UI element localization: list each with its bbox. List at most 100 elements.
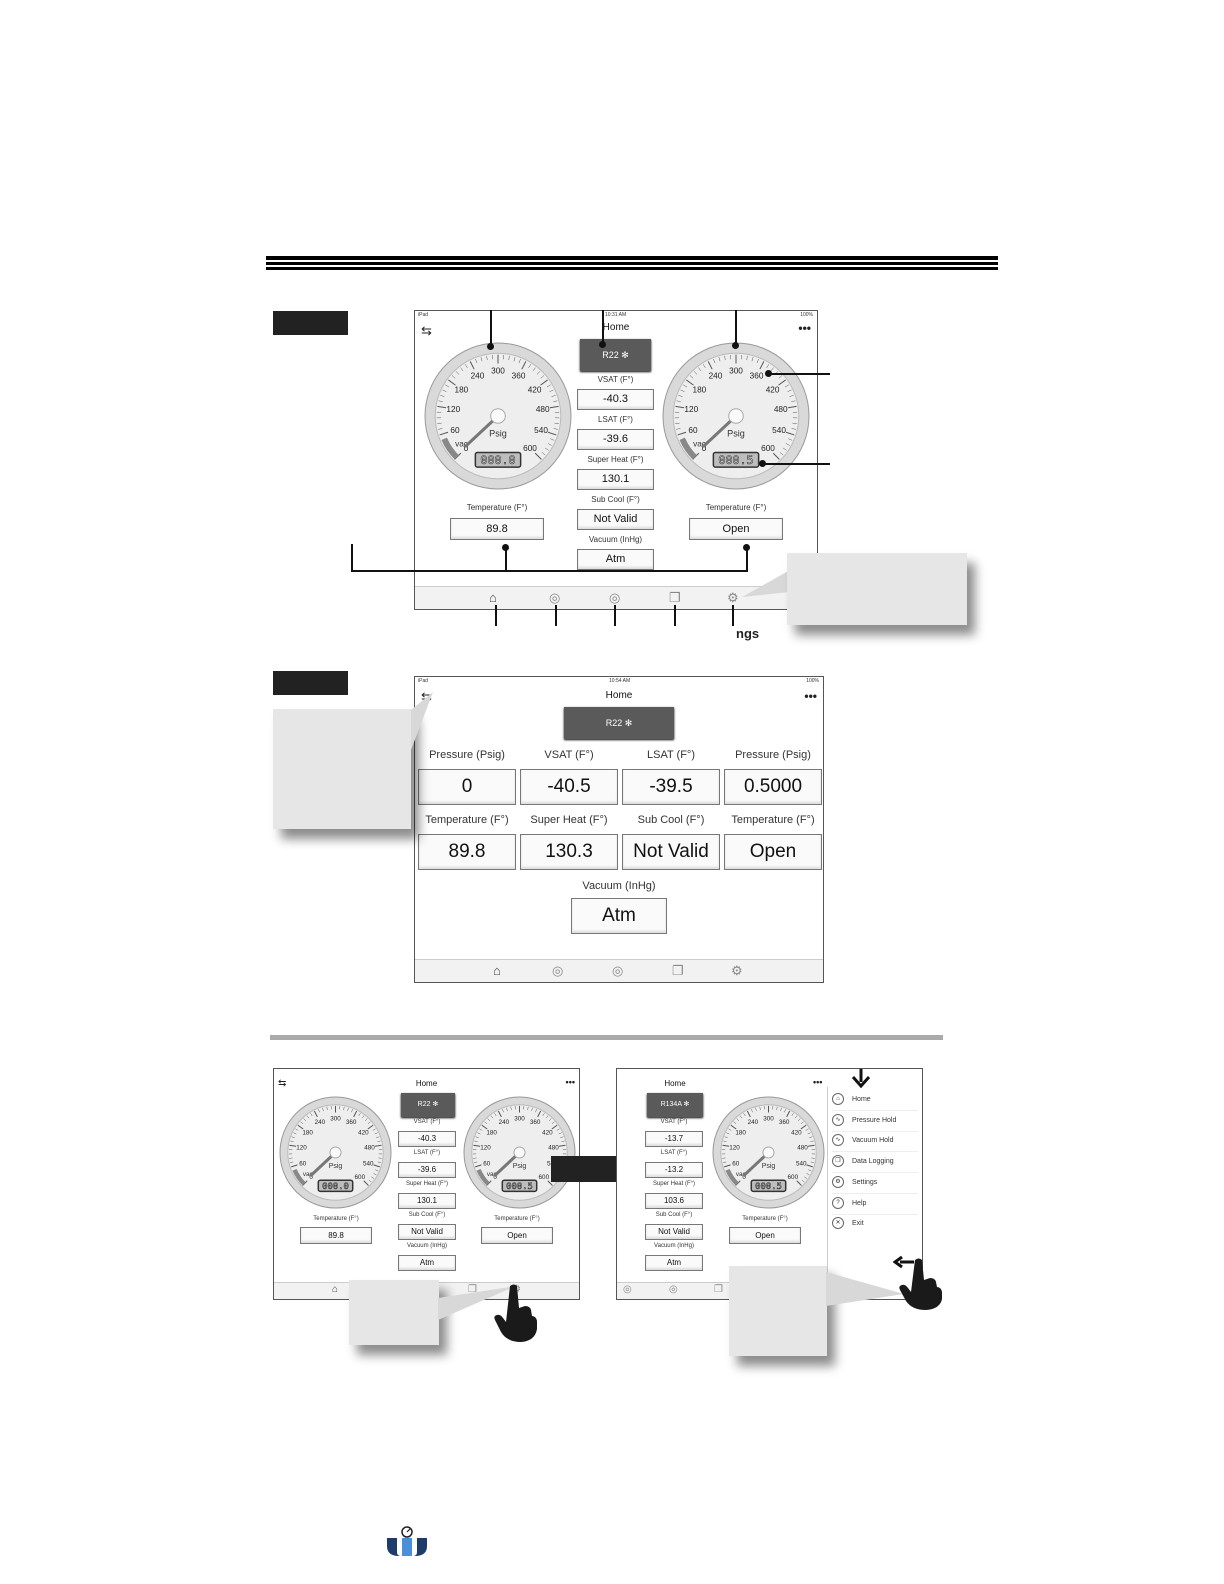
gauge-tick-label: 360 — [512, 372, 526, 381]
gauge-tick — [785, 431, 795, 436]
vacuum-hold-icon[interactable]: ◎ — [612, 963, 624, 978]
gauge-tick — [353, 1110, 358, 1118]
menu-item-help[interactable]: ?Help — [832, 1196, 918, 1215]
center-field-value: Atm — [645, 1255, 703, 1271]
gauge-tick — [547, 443, 552, 446]
refrigerant-selector[interactable]: R22 ✻ — [564, 707, 674, 739]
gauge-tick — [784, 384, 789, 388]
gauge-tick — [372, 1128, 376, 1131]
gauge-tick — [553, 400, 558, 403]
refrigerant-selector[interactable]: R134A ✻ — [647, 1093, 703, 1117]
home-icon[interactable]: ⌂ — [332, 1284, 339, 1295]
data-logging-icon[interactable]: ❐ — [669, 590, 681, 605]
gauge-tick-label: 120 — [480, 1144, 491, 1151]
refrigerant-name: R22 — [417, 1101, 431, 1108]
temp-label: Temperature (F°) — [742, 1216, 788, 1222]
left-temp-label: Temperature (F°) — [313, 1216, 359, 1222]
status-battery: 100% — [806, 678, 819, 684]
menu-item-data-logging[interactable]: ❐Data Logging — [832, 1155, 918, 1174]
gauge-tick-label: 360 — [750, 372, 764, 381]
gauge-tick — [374, 1144, 382, 1147]
data-logging-icon[interactable]: ❐ — [468, 1284, 477, 1295]
data-logging-icon[interactable]: ❐ — [714, 1284, 723, 1295]
callout-pointer — [826, 1272, 904, 1306]
swap-icon[interactable]: ⇆ — [421, 689, 432, 704]
settings-icon[interactable]: ⚙ — [727, 590, 739, 605]
gauge-tick — [718, 357, 721, 362]
gauge-tick-label: 0 — [702, 444, 707, 453]
more-icon[interactable]: ••• — [804, 689, 817, 703]
gauge-tick — [733, 1121, 737, 1125]
home-icon[interactable]: ⌂ — [489, 590, 497, 605]
gauge-tick — [550, 438, 555, 441]
gauge-tick — [506, 1107, 508, 1111]
gauge-tick-label: 600 — [355, 1174, 366, 1181]
swap-icon[interactable]: ⇆ — [421, 323, 432, 338]
gauge-tick — [302, 1180, 308, 1186]
menu-item-home[interactable]: ⌂Home — [832, 1093, 918, 1111]
more-icon[interactable]: ••• — [565, 1077, 575, 1087]
gauge-tick — [510, 1106, 512, 1111]
gauge-tick — [759, 1106, 761, 1111]
pressure-hold-icon[interactable]: ◎ — [623, 1284, 632, 1295]
gauge-tick — [551, 394, 556, 397]
pressure-hold-icon[interactable]: ◎ — [552, 963, 564, 978]
gauge-tick — [676, 428, 681, 430]
gauge-tick-label: 180 — [455, 385, 469, 394]
gauge-tick-label: 60 — [732, 1160, 740, 1167]
gauge-tick — [724, 355, 726, 361]
gauge-tick — [363, 1180, 369, 1186]
vacuum-hold-icon[interactable]: ◎ — [669, 1284, 678, 1295]
menu-item-settings[interactable]: ⚙Settings — [832, 1175, 918, 1194]
pressure-hold-icon[interactable]: ◎ — [549, 590, 561, 605]
gauge-tick — [469, 361, 475, 370]
settings-icon[interactable]: ⚙ — [731, 963, 743, 978]
refrigerant-selector[interactable]: R22 ✻ — [401, 1093, 455, 1117]
gauge-tick — [675, 422, 680, 424]
more-icon[interactable]: ••• — [813, 1077, 823, 1087]
gauge-tick — [806, 1173, 810, 1176]
brand-logo — [387, 1526, 427, 1556]
center-field-value: 130.1 — [398, 1193, 456, 1209]
gauge-tick-label: 420 — [542, 1129, 553, 1136]
home-icon[interactable]: ⌂ — [493, 963, 501, 978]
tap-hand-icon — [494, 1284, 537, 1342]
leader-line — [555, 605, 557, 626]
gauge-tick — [759, 361, 765, 370]
center-field-label: Vacuum (InHg) — [407, 1243, 447, 1249]
menu-item-vacuum-hold[interactable]: ∿Vacuum Hold — [832, 1134, 918, 1153]
data-logging-icon[interactable]: ❐ — [672, 963, 684, 978]
gauge-tick-label: 240 — [471, 372, 485, 381]
gauge-tick — [560, 1136, 564, 1139]
gauge-tick — [724, 1136, 728, 1139]
gauge-tick — [692, 452, 700, 460]
center-field-label: VSAT (F°) — [597, 375, 634, 384]
vacuum-hold-icon[interactable]: ◎ — [609, 590, 621, 605]
gauge-tick — [508, 355, 510, 361]
gauge-tick — [788, 438, 793, 441]
gauge-tick-label: 240 — [709, 372, 723, 381]
gauge-tick — [540, 379, 548, 386]
leader-line — [602, 310, 604, 344]
swap-icon[interactable]: ⇆ — [278, 1078, 287, 1089]
menu-item-pressure-hold[interactable]: ∿Pressure Hold — [832, 1113, 918, 1132]
status-bar: iPad 10:54 AM 100% — [415, 677, 823, 685]
right-pressure-gauge: 060120180240300360420480540600Psigvac000… — [463, 1096, 576, 1209]
more-icon[interactable]: ••• — [798, 321, 811, 335]
gauge-tick — [289, 1144, 297, 1147]
gauge-tick — [794, 1115, 798, 1119]
gauge-tick — [289, 1161, 294, 1163]
gauge-tick — [377, 1161, 382, 1163]
gauge-tick-label: 120 — [729, 1144, 740, 1151]
gauge-tick-label: 540 — [534, 426, 548, 435]
page-title: Home — [415, 1079, 438, 1088]
menu-item-exit[interactable]: ✕Exit — [832, 1217, 918, 1234]
gauge-vac-zone — [476, 1168, 490, 1186]
gauge-vac-label: vac — [693, 440, 706, 449]
refrigerant-selector[interactable]: R22 ✻ — [580, 339, 651, 371]
gauge-tick — [437, 422, 442, 424]
gauge-tick — [787, 405, 797, 409]
gauge-tick — [487, 1118, 491, 1122]
status-battery: 100% — [800, 312, 813, 318]
gauge-vac-label: vac — [487, 1171, 497, 1178]
